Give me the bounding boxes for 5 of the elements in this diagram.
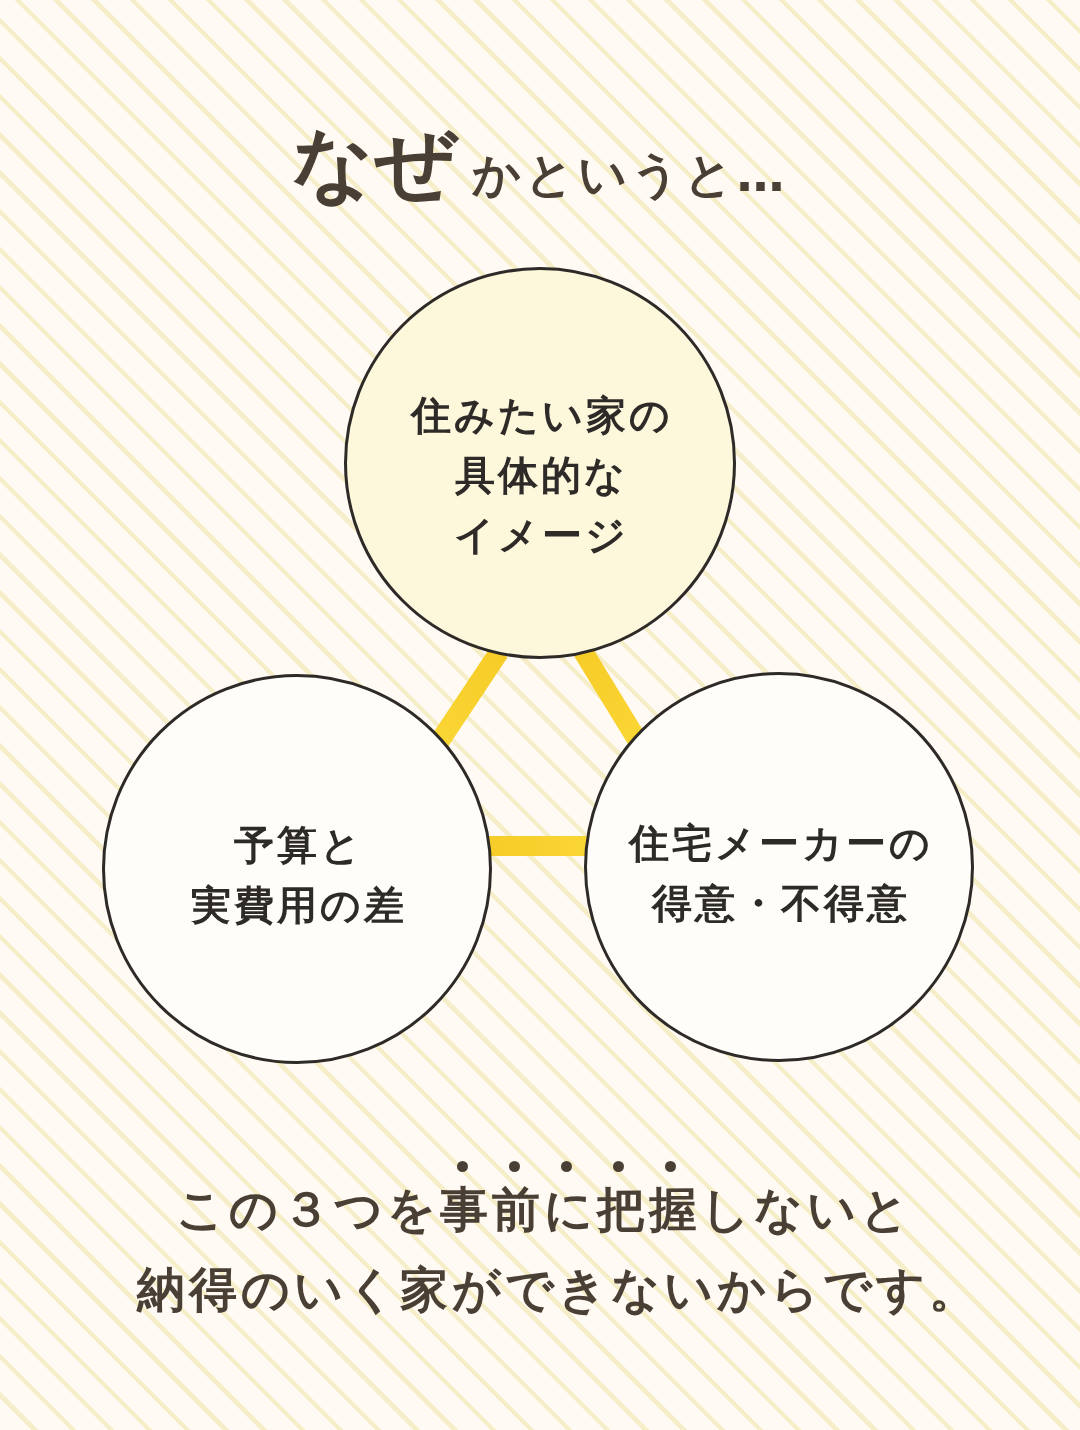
title: なぜかというと… — [291, 116, 789, 212]
node-text: 予算と実費用の差 — [189, 821, 408, 930]
node-text: 住宅メーカーの得意・不得意 — [627, 819, 934, 928]
note-text: この３つを事前に把握しないと納得のいく家ができないからです。 — [135, 1180, 982, 1319]
node-text: 住みたい家の具体的なイメージ — [409, 391, 674, 560]
